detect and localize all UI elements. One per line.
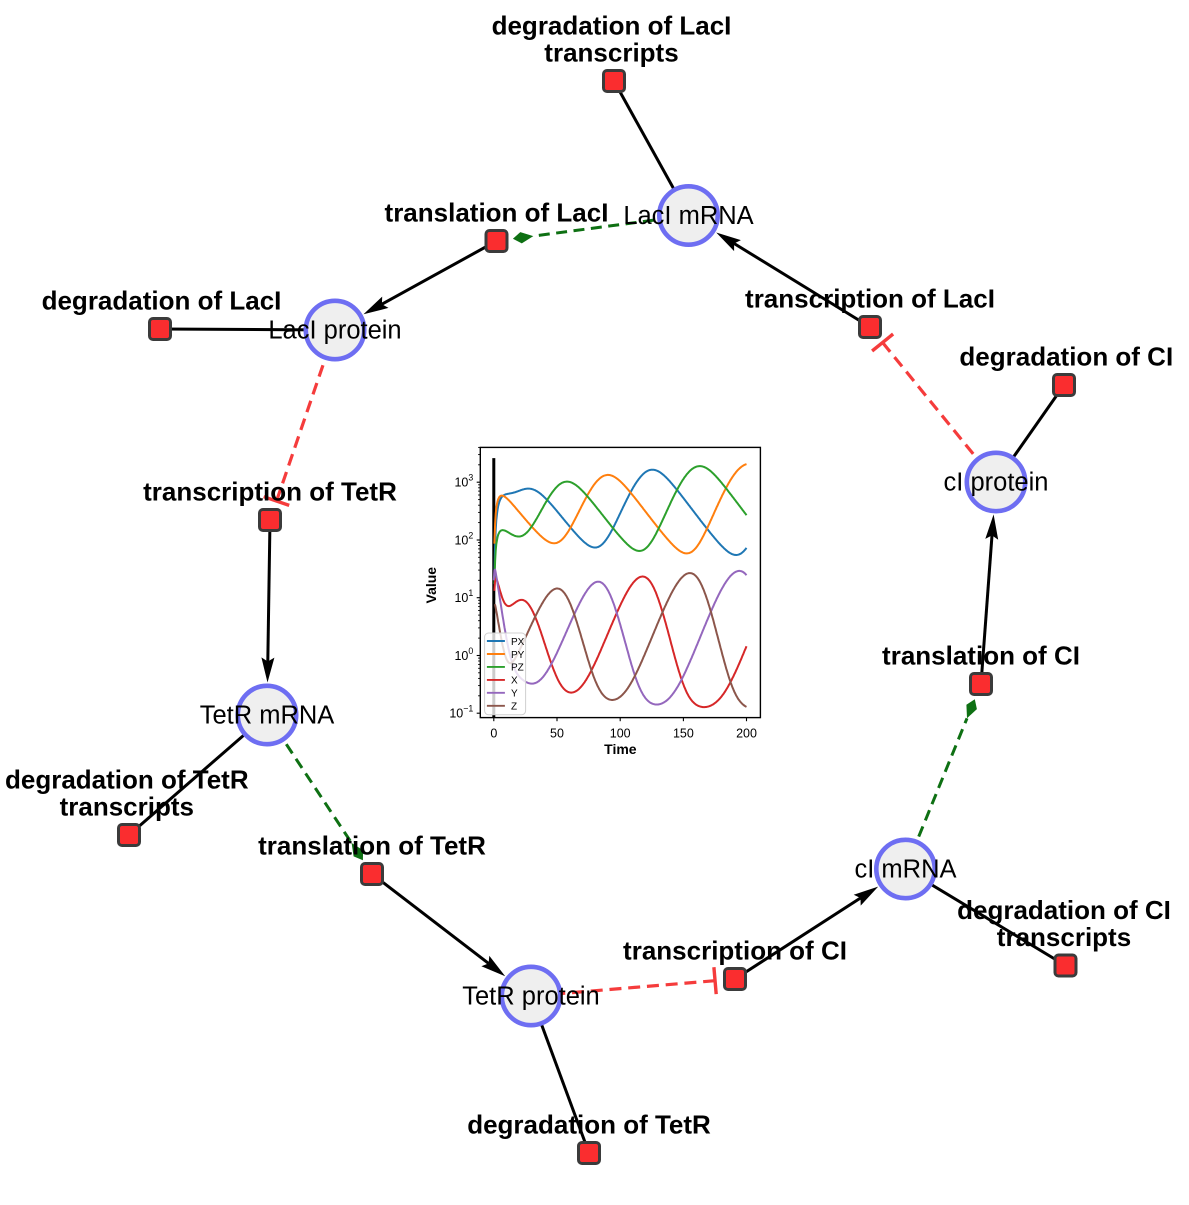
svg-text:transcripts: transcripts [544,38,678,68]
svg-text:translation of TetR: translation of TetR [258,831,486,861]
svg-text:PY: PY [511,650,525,661]
svg-text:Y: Y [511,689,518,700]
svg-text:transcripts: transcripts [997,922,1131,952]
svg-text:degradation of LacI: degradation of LacI [492,11,732,41]
svg-text:translation of CI: translation of CI [882,641,1080,671]
svg-text:200: 200 [736,726,757,740]
svg-text:transcription of LacI: transcription of LacI [745,284,995,314]
svg-text:150: 150 [673,726,694,740]
svg-text:PX: PX [511,637,525,648]
svg-text:cI protein: cI protein [944,469,1049,497]
svg-text:10−1: 10−1 [449,704,473,721]
svg-text:PZ: PZ [511,663,524,674]
svg-text:TetR mRNA: TetR mRNA [200,702,335,730]
svg-text:0: 0 [490,726,497,740]
svg-text:TetR protein: TetR protein [462,983,600,1011]
svg-text:transcripts: transcripts [60,792,194,822]
svg-text:Z: Z [511,702,517,713]
svg-text:degradation of TetR: degradation of TetR [467,1110,711,1140]
svg-text:100: 100 [454,646,473,663]
svg-text:102: 102 [454,531,473,548]
svg-text:LacI protein: LacI protein [268,317,401,345]
svg-text:Time: Time [604,741,637,757]
svg-text:degradation of CI: degradation of CI [959,342,1173,372]
svg-text:101: 101 [454,588,473,605]
svg-text:100: 100 [610,726,631,740]
svg-text:50: 50 [550,726,564,740]
svg-text:transcription of TetR: transcription of TetR [143,477,397,507]
svg-text:translation of LacI: translation of LacI [385,198,609,228]
svg-text:transcription of CI: transcription of CI [623,936,847,966]
svg-text:103: 103 [454,473,473,490]
svg-text:degradation of TetR: degradation of TetR [5,765,249,795]
svg-text:cI mRNA: cI mRNA [855,856,957,884]
svg-text:degradation of CI: degradation of CI [957,895,1171,925]
svg-text:degradation of LacI: degradation of LacI [42,286,282,316]
svg-text:LacI mRNA: LacI mRNA [623,202,753,230]
svg-text:X: X [511,676,518,687]
svg-text:Value: Value [423,567,439,604]
